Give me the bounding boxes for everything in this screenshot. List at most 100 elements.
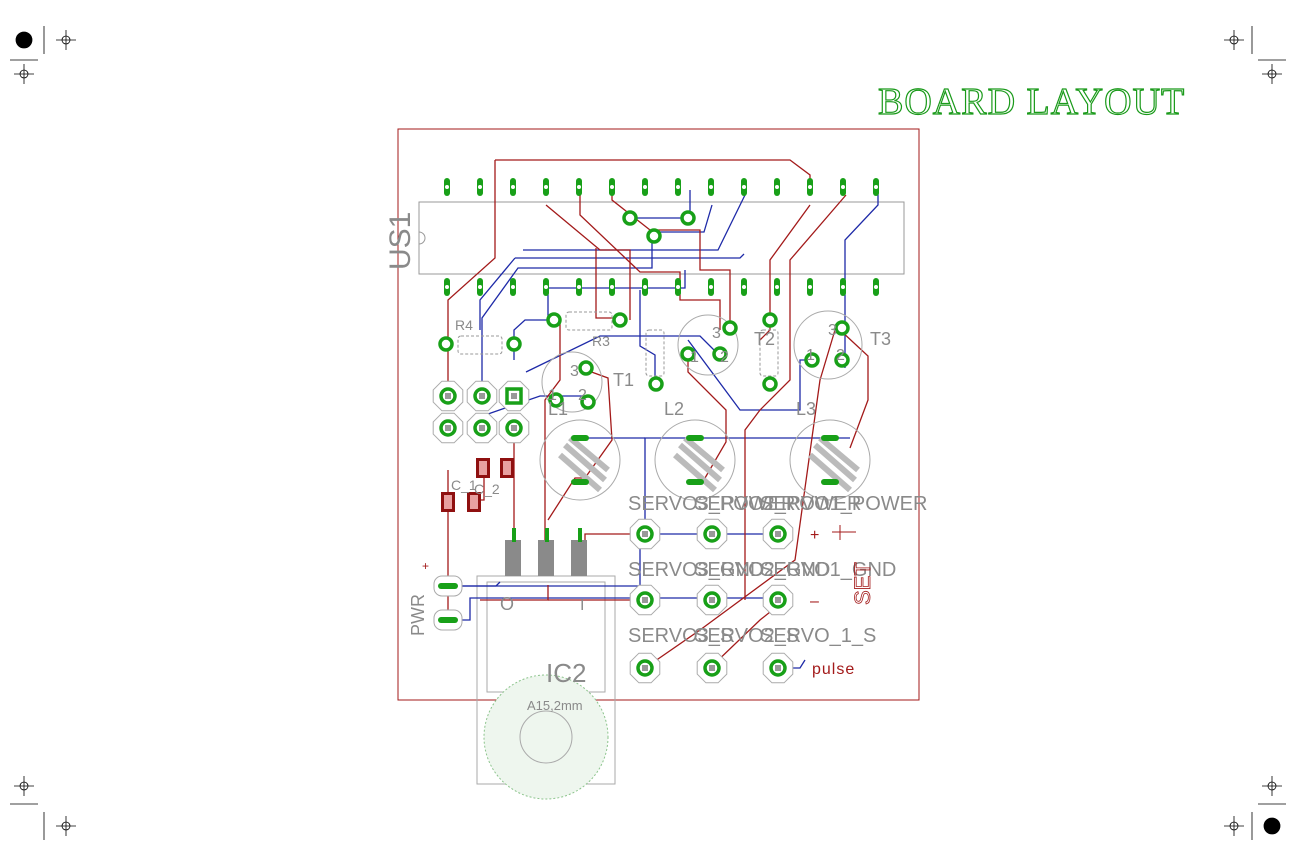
- us1-pin: [510, 178, 516, 196]
- t2-pin3-label: 3: [712, 325, 721, 342]
- servo-power-overlap-label: SERVO2_POWER: [694, 493, 861, 515]
- component-pad: [680, 346, 696, 362]
- crosshair-icon: [56, 816, 76, 836]
- us1-pin: [741, 278, 747, 296]
- crosshair-icon: [56, 30, 76, 50]
- component-pad: [722, 320, 738, 336]
- us1-pin: [873, 278, 879, 296]
- component-pad: [834, 320, 850, 336]
- l3-sensor: [789, 419, 871, 501]
- plus-label: +: [810, 527, 819, 544]
- component-pad: [834, 352, 850, 368]
- header-pad: [498, 380, 530, 412]
- servo-pin-pad: [629, 518, 661, 550]
- transistor-outlines: [541, 310, 863, 413]
- crosshair-icon: [1224, 816, 1244, 836]
- l2-sensor: [654, 419, 736, 501]
- us1-pin: [840, 178, 846, 196]
- us1-pin: [609, 278, 615, 296]
- c1-label: C_1: [451, 477, 477, 493]
- sensor-pad: [571, 479, 589, 485]
- t1-pin3-label: 3: [570, 363, 579, 380]
- component-pad: [712, 346, 728, 362]
- component-pad: [646, 228, 662, 244]
- ic2-input-label: I: [580, 597, 584, 614]
- ic2-label: IC2: [546, 658, 586, 688]
- servo-pin-pad: [762, 652, 794, 684]
- servo-power-label: SERVO3_POWER: [628, 493, 795, 515]
- t2-pin1-label: 1: [690, 349, 699, 366]
- servo-pin-pad: [629, 584, 661, 616]
- servo-pin-pad: [696, 584, 728, 616]
- component-pad: [680, 210, 696, 226]
- servo-pin-pad: [696, 652, 728, 684]
- servo-pin-pad: [762, 518, 794, 550]
- a15-label: A15,2mm: [527, 698, 583, 713]
- resistor-outlines: [457, 311, 779, 377]
- servo-s-overlap2-label: SERVO_1_S: [760, 625, 876, 647]
- t3-pin1-label: 1: [806, 347, 815, 364]
- us1-pin: [774, 278, 780, 296]
- registration-target-icon: [15, 31, 33, 49]
- header-pad: [466, 380, 498, 412]
- crosshair-icon: [1224, 30, 1244, 50]
- crosshair-icon: [1262, 776, 1282, 796]
- servo-s-overlap-label: SERVO2_S: [694, 625, 799, 647]
- t2-pin2-label: 2: [720, 349, 729, 366]
- crosshair-icon: [14, 64, 34, 84]
- t3-pin2-label: 2: [836, 347, 845, 364]
- us1-pin: [774, 178, 780, 196]
- us1-pin: [609, 178, 615, 196]
- r3-label: R3: [592, 333, 610, 349]
- servo-pin-pad: [629, 652, 661, 684]
- registration-target-icon: [1263, 817, 1281, 835]
- sensor-pad: [686, 479, 704, 485]
- l2-label: L2: [664, 399, 684, 419]
- sensor-pad: [571, 435, 589, 441]
- component-pad: [612, 312, 628, 328]
- registration-marks: [10, 26, 1286, 840]
- sensor-outlines: [539, 419, 871, 501]
- sensor-pad: [821, 479, 839, 485]
- servo-power-overlap2-label: SERVO1_POWER: [760, 493, 927, 515]
- us1-pin: [675, 178, 681, 196]
- us1-pin: [444, 178, 450, 196]
- ic2-legs: [505, 528, 587, 576]
- pwr-plus-label: +: [422, 559, 429, 573]
- pulse-label: pulse: [812, 661, 855, 678]
- us1-pin: [576, 278, 582, 296]
- header-pad: [498, 412, 530, 444]
- l1-sensor: [539, 419, 621, 501]
- component-pad: [648, 376, 664, 392]
- pin-number-labels: 3 1 2 3 1 2 3 1 2: [548, 322, 845, 404]
- servo-gnd-label: SERVO3_GND: [628, 559, 764, 581]
- us1-pin: [477, 278, 483, 296]
- component-pad: [762, 312, 778, 328]
- component-pad: [580, 394, 596, 410]
- crosshair-icon: [1262, 64, 1282, 84]
- sensor-pad: [821, 435, 839, 441]
- servo-gnd-overlap2-label: SERVO1_GND: [760, 559, 896, 581]
- pwr-pad: [433, 609, 463, 631]
- smd-pads: [441, 458, 587, 576]
- component-pad: [506, 336, 522, 352]
- ic2-outline: [476, 575, 616, 800]
- header-pad: [432, 412, 464, 444]
- us1-pin: [543, 178, 549, 196]
- us1-pin: [576, 178, 582, 196]
- component-pad: [622, 210, 638, 226]
- t1-pin1-label: 1: [548, 387, 557, 404]
- servo-s-label: SERVO3_S: [628, 625, 733, 647]
- sensor-pad: [686, 435, 704, 441]
- t3-pin3-label: 3: [828, 322, 837, 339]
- us1-pin: [510, 278, 516, 296]
- us1-pin: [807, 178, 813, 196]
- t1-pin2-label: 2: [578, 387, 587, 404]
- component-pad: [804, 352, 820, 368]
- board-layout-title: BOARD LAYOUT: [877, 80, 1186, 123]
- us1-pin: [708, 178, 714, 196]
- us1-pin: [444, 278, 450, 296]
- us1-pin: [708, 278, 714, 296]
- servo-pin-pad: [762, 584, 794, 616]
